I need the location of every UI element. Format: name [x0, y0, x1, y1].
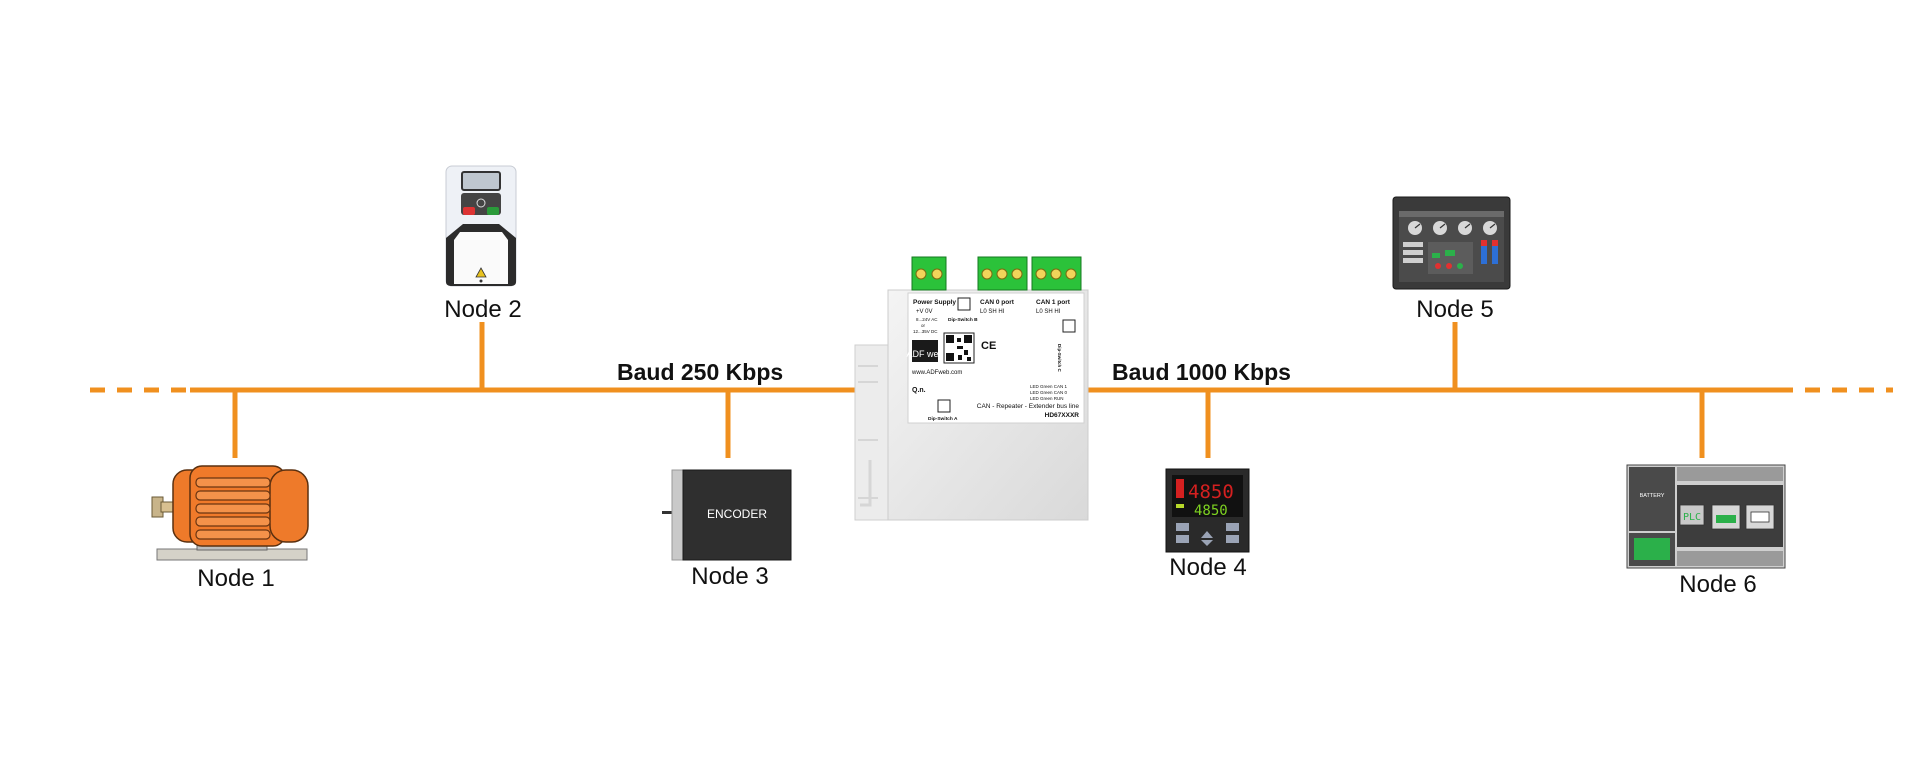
plc-battery-label: BATTERY	[1640, 493, 1665, 499]
controller-icon: 4850 4850	[1165, 468, 1250, 553]
hmi-panel-icon	[1392, 196, 1511, 290]
baud-label-left: Baud 250 Kbps	[617, 359, 783, 385]
can0-terminal	[977, 256, 1028, 291]
led-label-1: LED Green CAN 1	[1030, 384, 1068, 389]
encoder-text: ENCODER	[707, 507, 767, 521]
drive-icon	[445, 165, 517, 287]
plc-icon: BATTERY PLC	[1626, 464, 1786, 569]
power-terminal	[911, 256, 947, 291]
power-range-1: 8...24V AC	[916, 317, 938, 322]
led-label-3: LED Green RUN	[1030, 396, 1064, 401]
module-model: HD67XXXR	[1045, 412, 1080, 419]
brand-url: www.ADFweb.com	[911, 370, 962, 376]
node4-label: Node 4	[1169, 554, 1246, 581]
display-bottom: 4850	[1194, 503, 1228, 519]
node1-label: Node 1	[197, 565, 274, 592]
adfweb-logo: ADF web	[906, 340, 944, 362]
baud-label-right: Baud 1000 Kbps	[1112, 359, 1291, 385]
power-range-2: or	[921, 323, 926, 328]
brand-text: ADF web	[906, 349, 943, 359]
motor-icon	[151, 465, 309, 561]
qr-code-icon	[943, 332, 975, 364]
dip-switch-a-icon	[937, 399, 951, 413]
power-pins: +V 0V	[916, 309, 933, 315]
encoder-icon: ENCODER	[662, 469, 792, 561]
can1-title: CAN 1 port	[1036, 299, 1071, 306]
can1-pins: L0 SH HI	[1036, 309, 1061, 315]
node6-label: Node 6	[1679, 571, 1756, 598]
led-label-2: LED Green CAN 0	[1030, 390, 1068, 395]
dip-switch-c-icon	[1062, 319, 1076, 333]
node5-label: Node 5	[1416, 296, 1493, 323]
dip-a-label: Dip-Switch A	[928, 416, 958, 422]
node2-label: Node 2	[444, 296, 521, 323]
node3-label: Node 3	[691, 563, 768, 590]
can1-terminal	[1031, 256, 1082, 291]
can0-title: CAN 0 port	[980, 299, 1015, 306]
plc-screen-text: PLC	[1683, 512, 1701, 523]
module-caption: CAN - Repeater - Extender bus line	[977, 403, 1080, 410]
dip-switch-b-icon	[957, 297, 971, 311]
power-title: Power Supply	[913, 299, 956, 306]
qn-label: Q.n.	[912, 387, 926, 394]
dip-c-label: Dip-Switch C	[1057, 344, 1062, 372]
can-repeater-module: Power Supply +V 0V 8...24V AC or 12...35…	[854, 256, 1089, 521]
can0-pins: L0 SH HI	[980, 309, 1005, 315]
dip-b-label: Dip-Switch B	[948, 317, 978, 323]
display-top: 4850	[1188, 481, 1234, 503]
power-range-3: 12...35V DC	[913, 329, 938, 334]
ce-mark: CE	[981, 340, 996, 352]
